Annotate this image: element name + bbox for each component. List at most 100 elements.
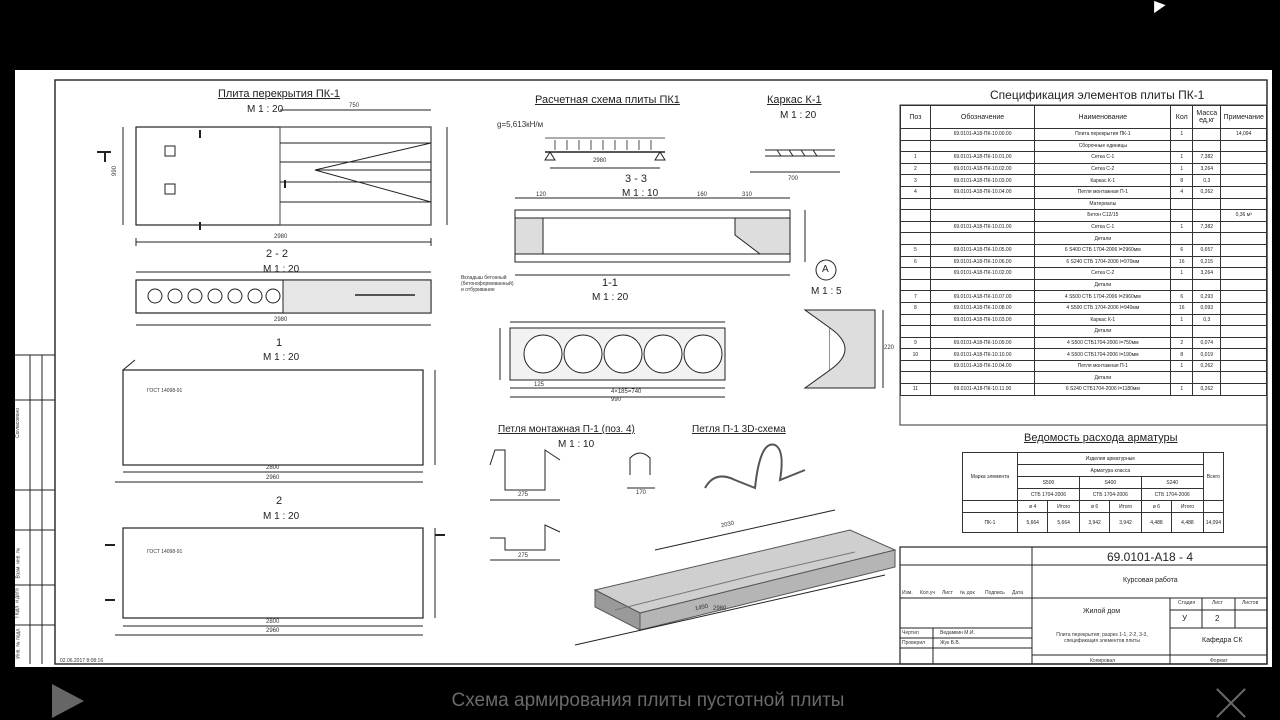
spec-cell: [1220, 301, 1267, 315]
spec-cell: [1220, 232, 1267, 245]
spec-cell: [1220, 278, 1267, 292]
spec-cell: Сетка С-1: [1034, 151, 1172, 164]
drawing-linework: [15, 79, 1268, 665]
rasx-diam: Итого: [1047, 500, 1080, 513]
rasx-table: Марка элемента Изделия арматурные Всего …: [962, 452, 1225, 533]
spec-cell: [1220, 139, 1267, 153]
spec-cell: 69.0101-А18-ПК-10.01.00: [929, 151, 1036, 164]
rasx-cell: 4,488: [1171, 512, 1204, 533]
print-date: 02.06.2017 8:08:16: [60, 658, 104, 664]
spec-cell: [1220, 383, 1267, 396]
spec-cell: [1220, 290, 1267, 303]
spec-row: Детали: [900, 232, 1267, 245]
spec-cell: [1192, 371, 1222, 385]
spec-cell: Плита перекрытия ПК-1: [1034, 128, 1172, 141]
spec-cell: 6: [1170, 243, 1194, 257]
spec-cell: [1220, 359, 1267, 373]
stamp-name-2: Жук В.В.: [940, 640, 961, 646]
view-1-scale: М 1 : 20: [263, 352, 300, 363]
spec-cell: 1: [1170, 313, 1194, 327]
play-icon[interactable]: [52, 684, 84, 718]
dim-310: 310: [742, 192, 753, 198]
dim-275-b: 275: [518, 553, 529, 559]
spec-row: Детали: [900, 371, 1267, 385]
drawing-sheet: Плита перекрытия ПК-1 М 1 : 20 Расчетная…: [15, 70, 1272, 667]
rasx-cell: 5,664: [1016, 512, 1049, 533]
stamp-col-5: Подпись: [985, 590, 1005, 596]
close-icon[interactable]: [1215, 687, 1247, 719]
view-1-title: 1: [276, 337, 283, 349]
dim-160: 160: [697, 192, 708, 198]
spec-cell: [1170, 232, 1194, 245]
spec-cell: [1220, 151, 1267, 164]
spec-cell: 69.0101-А18-ПК-10.03.00: [929, 313, 1036, 327]
spec-cell: [1220, 336, 1267, 350]
spec-cell: 1: [1170, 128, 1194, 141]
spec-cell: 4 S500 СТБ 1704-2006 l=940мм: [1034, 301, 1172, 315]
spec-cell: 0,215: [1192, 255, 1222, 269]
spec-cell: [1170, 139, 1194, 153]
spec-cell: [1220, 197, 1267, 211]
spec-cell: 7: [900, 290, 931, 303]
spec-cell: 3,264: [1192, 267, 1222, 280]
stamp-name-1: Ведамкин М.И.: [940, 630, 975, 636]
spec-cell: 1: [1170, 359, 1194, 373]
calc-load-label: g=5,613кН/м: [497, 120, 544, 129]
spec-header-designation: Обозначение: [929, 105, 1036, 129]
dim-2980-calc: 2980: [593, 158, 607, 164]
spec-cell: Сетка С-2: [1034, 162, 1172, 176]
spec-cell: [900, 313, 931, 327]
spec-cell: [900, 232, 931, 245]
spec-cell: Детали: [1034, 371, 1172, 385]
stamp-work: Курсовая работа: [1123, 577, 1178, 584]
dim-275: 275: [518, 492, 529, 498]
spec-cell: 0,262: [1192, 185, 1222, 199]
stamp-col-4: № док: [960, 590, 975, 596]
spec-cell: 69.0101-А18-ПК-10.11.00: [929, 383, 1036, 396]
stamp-content: Плита перекрытия; разрез 1-1, 2-2, 3-3, …: [1056, 632, 1148, 644]
spec-cell: [900, 209, 931, 222]
spec-cell: 1: [1170, 151, 1194, 164]
rasx-diam: ø 4: [1016, 500, 1049, 513]
dim-2960-v2: 2960: [266, 628, 280, 634]
spec-cell: 69.0101-А18-ПК-10.09.00: [929, 336, 1036, 350]
stamp-sheets-header: Листов: [1242, 600, 1259, 606]
spec-cell: Сборочные единицы: [1034, 139, 1172, 153]
spec-cell: 11: [900, 383, 931, 396]
rasx-title: Ведомость расхода арматуры: [1024, 432, 1178, 444]
spec-cell: [1192, 232, 1222, 245]
spec-cell: 9: [900, 336, 931, 350]
spec-cell: [1192, 278, 1222, 292]
spec-cell: 5: [900, 243, 931, 257]
rasx-group-header: Изделия арматурные: [1017, 452, 1204, 465]
spec-cell: Петля монтажная П-1: [1034, 185, 1172, 199]
frame-k1-scale: М 1 : 20: [780, 110, 817, 121]
spec-cell: [1220, 255, 1267, 269]
spec-cell: Каркас К-1: [1034, 313, 1172, 327]
rasx-class-s500: S500: [1017, 476, 1080, 489]
spec-cell: [1220, 267, 1267, 280]
spec-cell: 14,094: [1220, 128, 1267, 141]
spec-cell: 0,262: [1192, 383, 1222, 396]
loop-3d-title: Петля П-1 3D-схема: [692, 424, 786, 435]
rasx-diam-spacer: [962, 500, 1018, 513]
spec-cell: [1170, 371, 1194, 385]
stamp-format: Формат: [1210, 658, 1228, 664]
spec-cell: [1220, 313, 1267, 327]
spec-title: Спецификация элементов плиты ПК-1: [990, 88, 1205, 102]
spec-cell: [1220, 348, 1267, 361]
spec-cell: Каркас К-1: [1034, 174, 1172, 187]
spec-cell: 7,382: [1192, 220, 1222, 234]
spec-cell: 16: [1170, 301, 1194, 315]
section-1-1-title: 1-1: [602, 277, 618, 289]
spec-cell: 1: [1170, 383, 1194, 396]
spec-cell: [929, 197, 1036, 211]
spec-cell: [1220, 220, 1267, 234]
spec-cell: [900, 197, 931, 211]
rasx-diam: ø 6: [1078, 500, 1111, 513]
